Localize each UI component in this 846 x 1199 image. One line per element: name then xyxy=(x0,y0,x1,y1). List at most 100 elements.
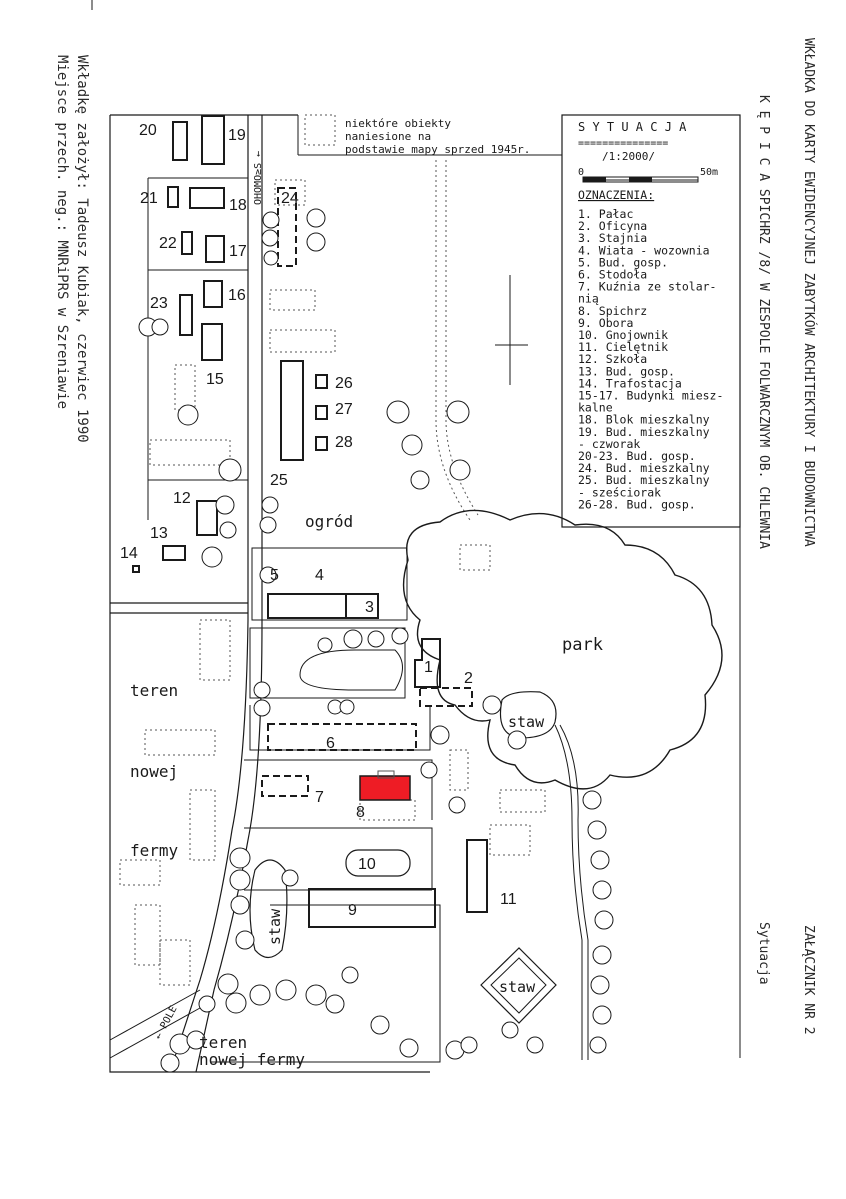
building-20 xyxy=(172,121,188,161)
label-staw-park: staw xyxy=(508,713,545,731)
annex-subtitle: Sytuacja xyxy=(756,922,771,985)
building-number-6: 6 xyxy=(326,735,335,752)
building-11 xyxy=(466,839,488,913)
building-12 xyxy=(196,500,218,536)
legend-heading: OZNACZENIA: xyxy=(578,188,654,202)
label-teren: teren xyxy=(130,681,178,700)
legend-item: 11. Cielętnik xyxy=(578,340,668,354)
legend-item: kalne xyxy=(578,401,613,415)
building-number-25: 25 xyxy=(270,472,288,489)
building-23 xyxy=(179,294,193,336)
building-17 xyxy=(205,235,225,263)
label-nowej-fermy: nowej fermy xyxy=(199,1050,305,1069)
building-number-8: 8 xyxy=(356,804,365,821)
building-number-2: 2 xyxy=(464,670,473,687)
scale-zero: 0 xyxy=(578,167,584,178)
building-number-27: 27 xyxy=(335,401,353,418)
label-staw-west: staw xyxy=(266,908,284,945)
label-teren-bottom: teren xyxy=(199,1033,247,1052)
building-28 xyxy=(315,436,328,451)
building-number-13: 13 xyxy=(150,525,168,542)
legend-box xyxy=(561,114,741,528)
building-number-12: 12 xyxy=(173,490,191,507)
legend-title-underline: =============== xyxy=(578,138,668,149)
building-9 xyxy=(308,888,436,928)
road-label-north: OHOMO≥S ← xyxy=(253,151,264,205)
legend-item: 1. Pałac xyxy=(578,207,633,221)
building-number-28: 28 xyxy=(335,434,353,451)
legend-item: 15-17. Budynki miesz- xyxy=(578,389,723,403)
building-number-17: 17 xyxy=(229,243,247,260)
building-number-19: 19 xyxy=(228,127,246,144)
building-number-7: 7 xyxy=(315,789,324,806)
building-number-21: 21 xyxy=(140,190,158,207)
legend-item: 7. Kuźnia ze stolar- xyxy=(578,280,716,294)
building-number-22: 22 xyxy=(159,235,177,252)
legend-item: 6. Stodoła xyxy=(578,268,647,282)
building-number-3: 3 xyxy=(365,599,374,616)
building-number-10: 10 xyxy=(358,856,376,873)
building-16 xyxy=(203,280,223,308)
building-number-20: 20 xyxy=(139,122,157,139)
building-number-24: 24 xyxy=(281,190,299,207)
credits-line-2: Miejsce przech. neg.: MNRiPRS w Szreniaw… xyxy=(54,55,70,409)
legend-item: 18. Blok mieszkalny xyxy=(578,413,710,427)
building-13 xyxy=(162,545,186,561)
building-6 xyxy=(267,723,417,751)
header-title-line1: WKŁADKA DO KARTY EWIDENCYJNEJ ZABYTKÓW A… xyxy=(801,38,817,547)
building-numbers: 1234567891011121314151617181920212223242… xyxy=(120,122,517,919)
legend-item: 2. Oficyna xyxy=(578,219,647,233)
building-number-16: 16 xyxy=(228,287,246,304)
building-21 xyxy=(167,186,179,208)
building-26 xyxy=(315,374,328,389)
legend-item: 13. Bud. gosp. xyxy=(578,364,675,378)
building-10 xyxy=(345,849,411,877)
legend-item: 19. Bud. mieszkalny xyxy=(578,425,710,439)
legend-item: 8. Spichrz xyxy=(578,304,647,318)
building-1-palace xyxy=(414,638,441,688)
building-number-11: 11 xyxy=(500,891,517,908)
pond-west xyxy=(249,859,288,959)
legend-item: 10. Gnojownik xyxy=(578,328,668,342)
legend-item: - sześciorak xyxy=(578,485,661,499)
building-number-9: 9 xyxy=(348,902,357,919)
building-19 xyxy=(201,115,225,165)
legend-item: 12. Szkoła xyxy=(578,352,647,366)
legend-item: 4. Wiata - wozownia xyxy=(578,243,710,257)
building-25 xyxy=(280,360,304,461)
label-fermy: fermy xyxy=(130,841,179,860)
label-ogrod: ogród xyxy=(305,512,353,531)
building-22 xyxy=(181,231,193,255)
label-nowej: nowej xyxy=(130,762,178,781)
pond-park xyxy=(499,691,557,739)
building-number-23: 23 xyxy=(150,295,168,312)
legend-item: nią xyxy=(578,292,599,306)
trees xyxy=(138,208,614,1073)
credits-line-1: Wkładkę założył: Tadeusz Kubiak, czerwie… xyxy=(74,55,90,443)
legend-item: - czworak xyxy=(578,437,640,451)
building-number-18: 18 xyxy=(229,197,247,214)
building-number-5: 5 xyxy=(270,567,279,584)
legend-item: 5. Bud. gosp. xyxy=(578,255,668,269)
building-2 xyxy=(419,687,473,707)
park-area xyxy=(402,509,723,790)
building-number-14: 14 xyxy=(120,545,138,562)
building-18 xyxy=(189,187,225,209)
label-park: park xyxy=(562,635,603,655)
building-27 xyxy=(315,405,328,420)
legend-item: 26-28. Bud. gosp. xyxy=(578,497,696,511)
building-8-spichrz[interactable] xyxy=(359,775,411,801)
building-number-1: 1 xyxy=(424,659,433,676)
legend-title: S Y T U A C J A xyxy=(578,120,687,134)
building-7 xyxy=(261,775,309,797)
scale-end: 50m xyxy=(700,167,718,178)
building-3-4 xyxy=(267,593,379,619)
legend-item: 3. Stajnia xyxy=(578,231,647,245)
legend-scale: /1:2000/ xyxy=(602,150,655,163)
note-line-1: niektóre obiekty xyxy=(345,117,451,130)
label-staw-east: staw xyxy=(499,978,536,996)
building-number-15: 15 xyxy=(206,371,224,388)
legend-item: 14. Trafostacja xyxy=(578,376,682,390)
